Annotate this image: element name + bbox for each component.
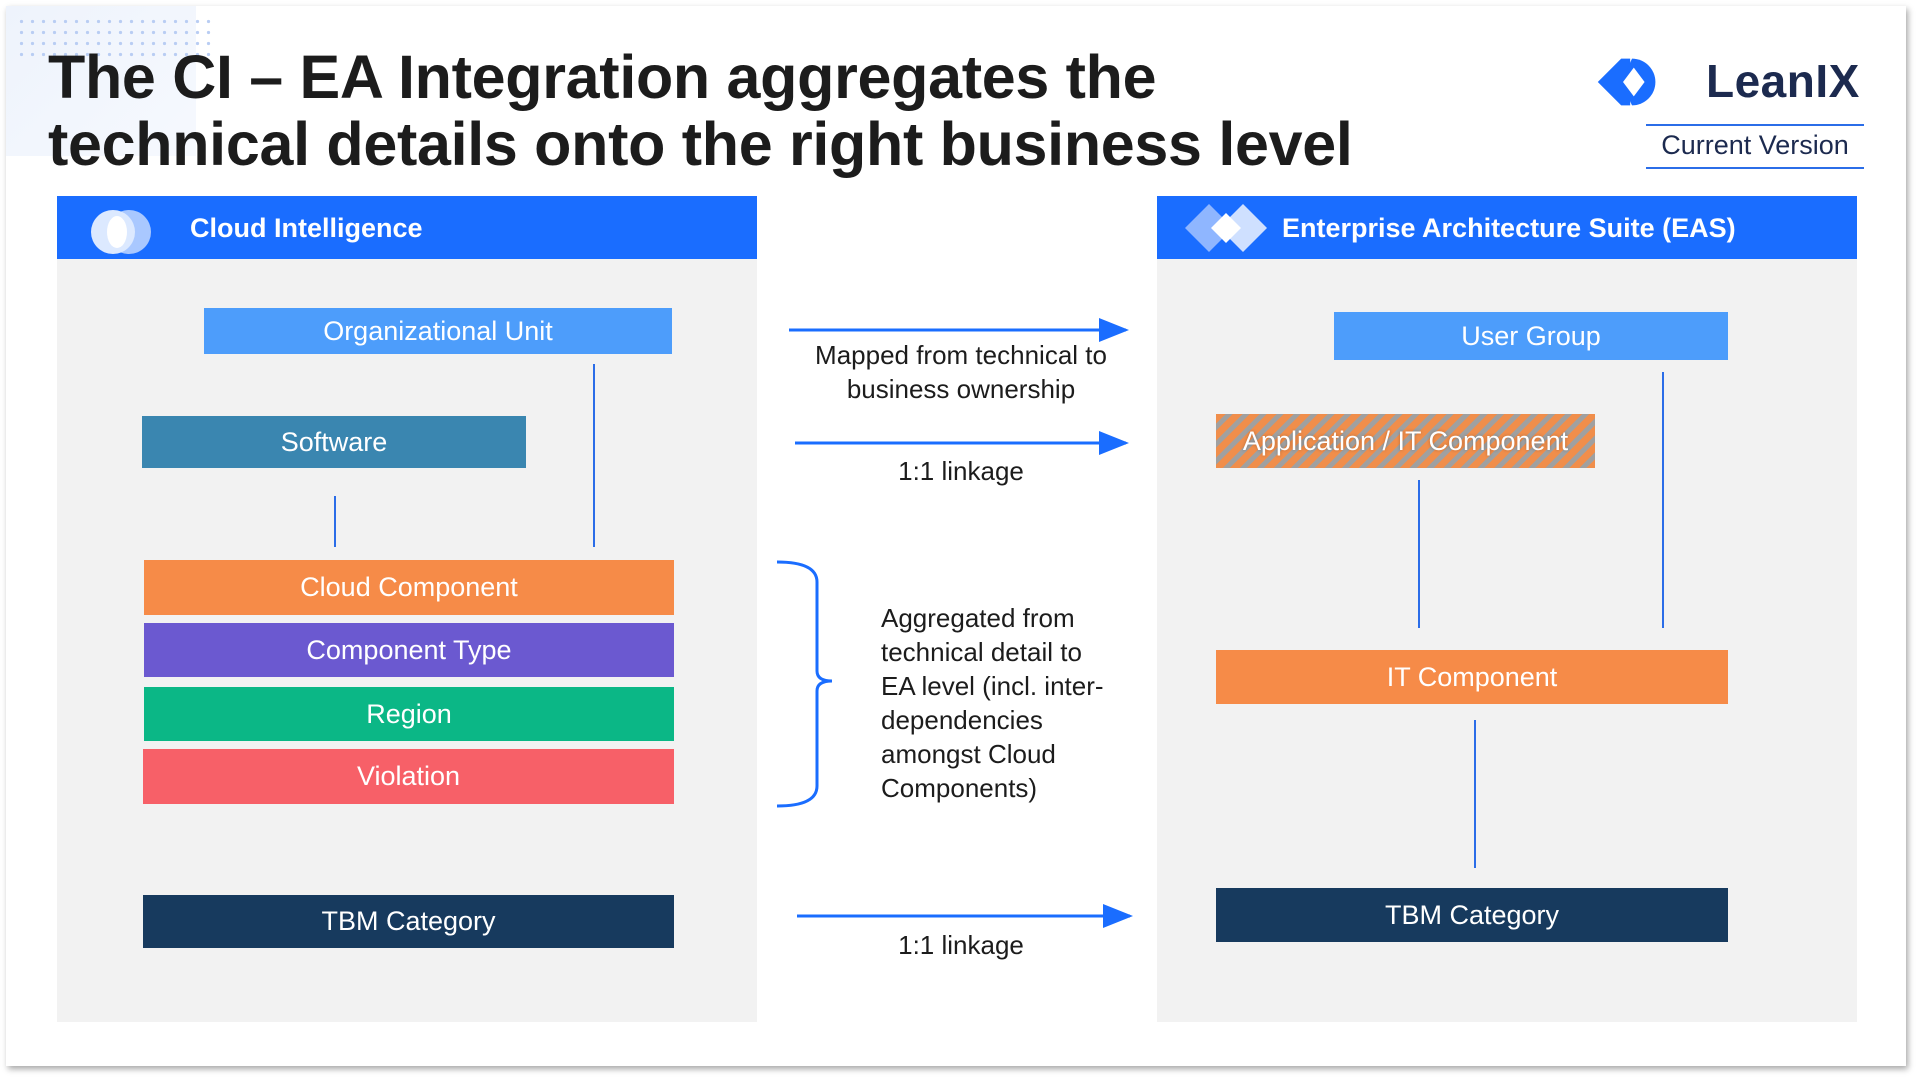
left-tbm-category-box: TBM Category [143,895,674,948]
version-label: Current Version [1646,124,1864,169]
aggregated-line-2: technical detail to [881,637,1082,667]
user-group-connector [1662,372,1664,628]
mapped-ownership-label: Mapped from technical to business owners… [796,338,1126,406]
right-tbm-category-box: TBM Category [1216,888,1728,942]
component-type-box: Component Type [144,623,674,677]
software-connector [334,496,336,547]
title-line-2: technical details onto the right busines… [48,110,1353,178]
org-unit-box: Organizational Unit [204,308,672,354]
org-unit-connector [593,364,595,547]
aggregated-line-5: amongst Cloud [881,739,1056,769]
eas-diamond-icon [1185,204,1267,252]
bottom-linkage-label: 1:1 linkage [898,930,1024,960]
user-group-box: User Group [1334,312,1728,360]
aggregated-label: Aggregated from technical detail to EA l… [881,601,1141,805]
application-it-component-box: Application / IT Component [1216,414,1595,468]
software-box: Software [142,416,526,468]
violation-box: Violation [143,749,674,804]
aggregated-line-4: dependencies [881,705,1043,735]
cloud-intelligence-header: Cloud Intelligence [57,196,757,259]
top-linkage-label: 1:1 linkage [898,456,1024,486]
leanix-logo-icon [1597,58,1656,106]
application-connector [1418,480,1420,628]
page-title: The CI – EA Integration aggregates the t… [48,44,1353,178]
dot-pattern [16,16,216,61]
region-box: Region [144,687,674,741]
cloud-intelligence-icon [91,210,151,254]
eas-header: Enterprise Architecture Suite (EAS) [1157,196,1857,259]
cloud-intelligence-title: Cloud Intelligence [190,213,423,243]
aggregation-brace [776,560,833,808]
eas-title: Enterprise Architecture Suite (EAS) [1282,213,1736,243]
aggregated-line-3: EA level (incl. inter- [881,671,1104,701]
mapped-line-1: Mapped from technical to [815,340,1107,370]
connector-arrows [776,318,1133,928]
mapped-line-2: business ownership [846,374,1076,404]
aggregated-line-6: Components) [881,773,1038,803]
it-component-box: IT Component [1216,650,1728,704]
aggregated-line-1: Aggregated from [881,603,1075,633]
it-component-connector [1474,720,1476,868]
slide: The CI – EA Integration aggregates the t… [6,6,1906,1066]
title-line-1: The CI – EA Integration aggregates the [48,43,1157,111]
logo-text: LeanIX [1706,55,1860,107]
cloud-component-box: Cloud Component [144,560,674,615]
